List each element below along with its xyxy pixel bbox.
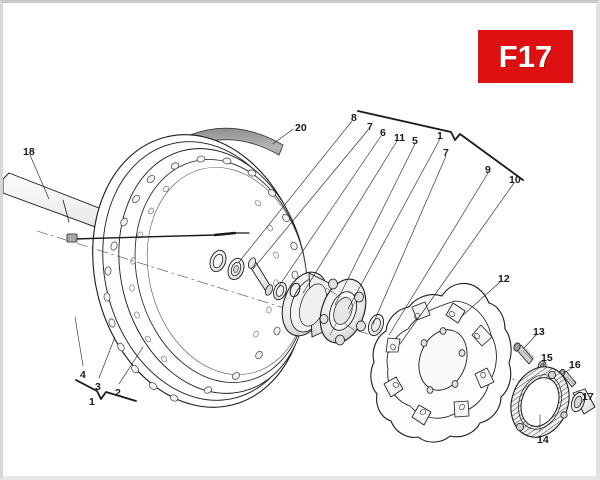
part-13-disc-bolt [513, 342, 535, 365]
part-5-wheel-hub [281, 271, 367, 346]
callout-18: 18 [23, 146, 35, 158]
callout-13: 13 [533, 326, 545, 338]
callout-16: 16 [569, 359, 581, 371]
callout-7b: 7 [443, 147, 449, 159]
part-6-bearing-spacer [273, 281, 287, 301]
part-3-spoke [72, 231, 250, 240]
part-14-abs-sensor-ring [510, 366, 570, 438]
callout-12: 12 [498, 273, 510, 285]
part-9-inner-spacer [247, 257, 274, 296]
part-17-axle-bushing [570, 388, 596, 415]
callout-5: 5 [412, 135, 418, 147]
callout-9: 9 [485, 164, 491, 176]
callout-4: 4 [80, 369, 86, 381]
callout-6: 6 [380, 127, 386, 139]
callout-10: 10 [509, 174, 521, 186]
callout-1b: 1 [89, 396, 95, 408]
callout-7a: 7 [367, 121, 373, 133]
callout-17: 17 [582, 391, 594, 403]
callout-8: 8 [351, 112, 357, 124]
page-code-label: F17 [498, 38, 553, 74]
callout-2: 2 [115, 387, 121, 399]
part-7-wheel-bearing-left [227, 257, 245, 281]
part-4-nipple [66, 233, 78, 243]
callout-15: 15 [541, 352, 553, 364]
part-12-brake-disc [370, 282, 512, 443]
part-8-dust-seal [209, 249, 227, 273]
grouping-bracket [75, 379, 137, 402]
grouping-line [357, 110, 524, 181]
page-code-badge: F17 [478, 30, 573, 83]
callout-20: 20 [295, 122, 307, 134]
callout-1a: 1 [437, 130, 443, 142]
callout-14: 14 [537, 434, 549, 446]
callout-11: 11 [394, 132, 406, 144]
part-11-circlip [289, 282, 301, 298]
callout-3: 3 [95, 381, 101, 393]
front-wheel-exploded-diagram [3, 110, 596, 443]
